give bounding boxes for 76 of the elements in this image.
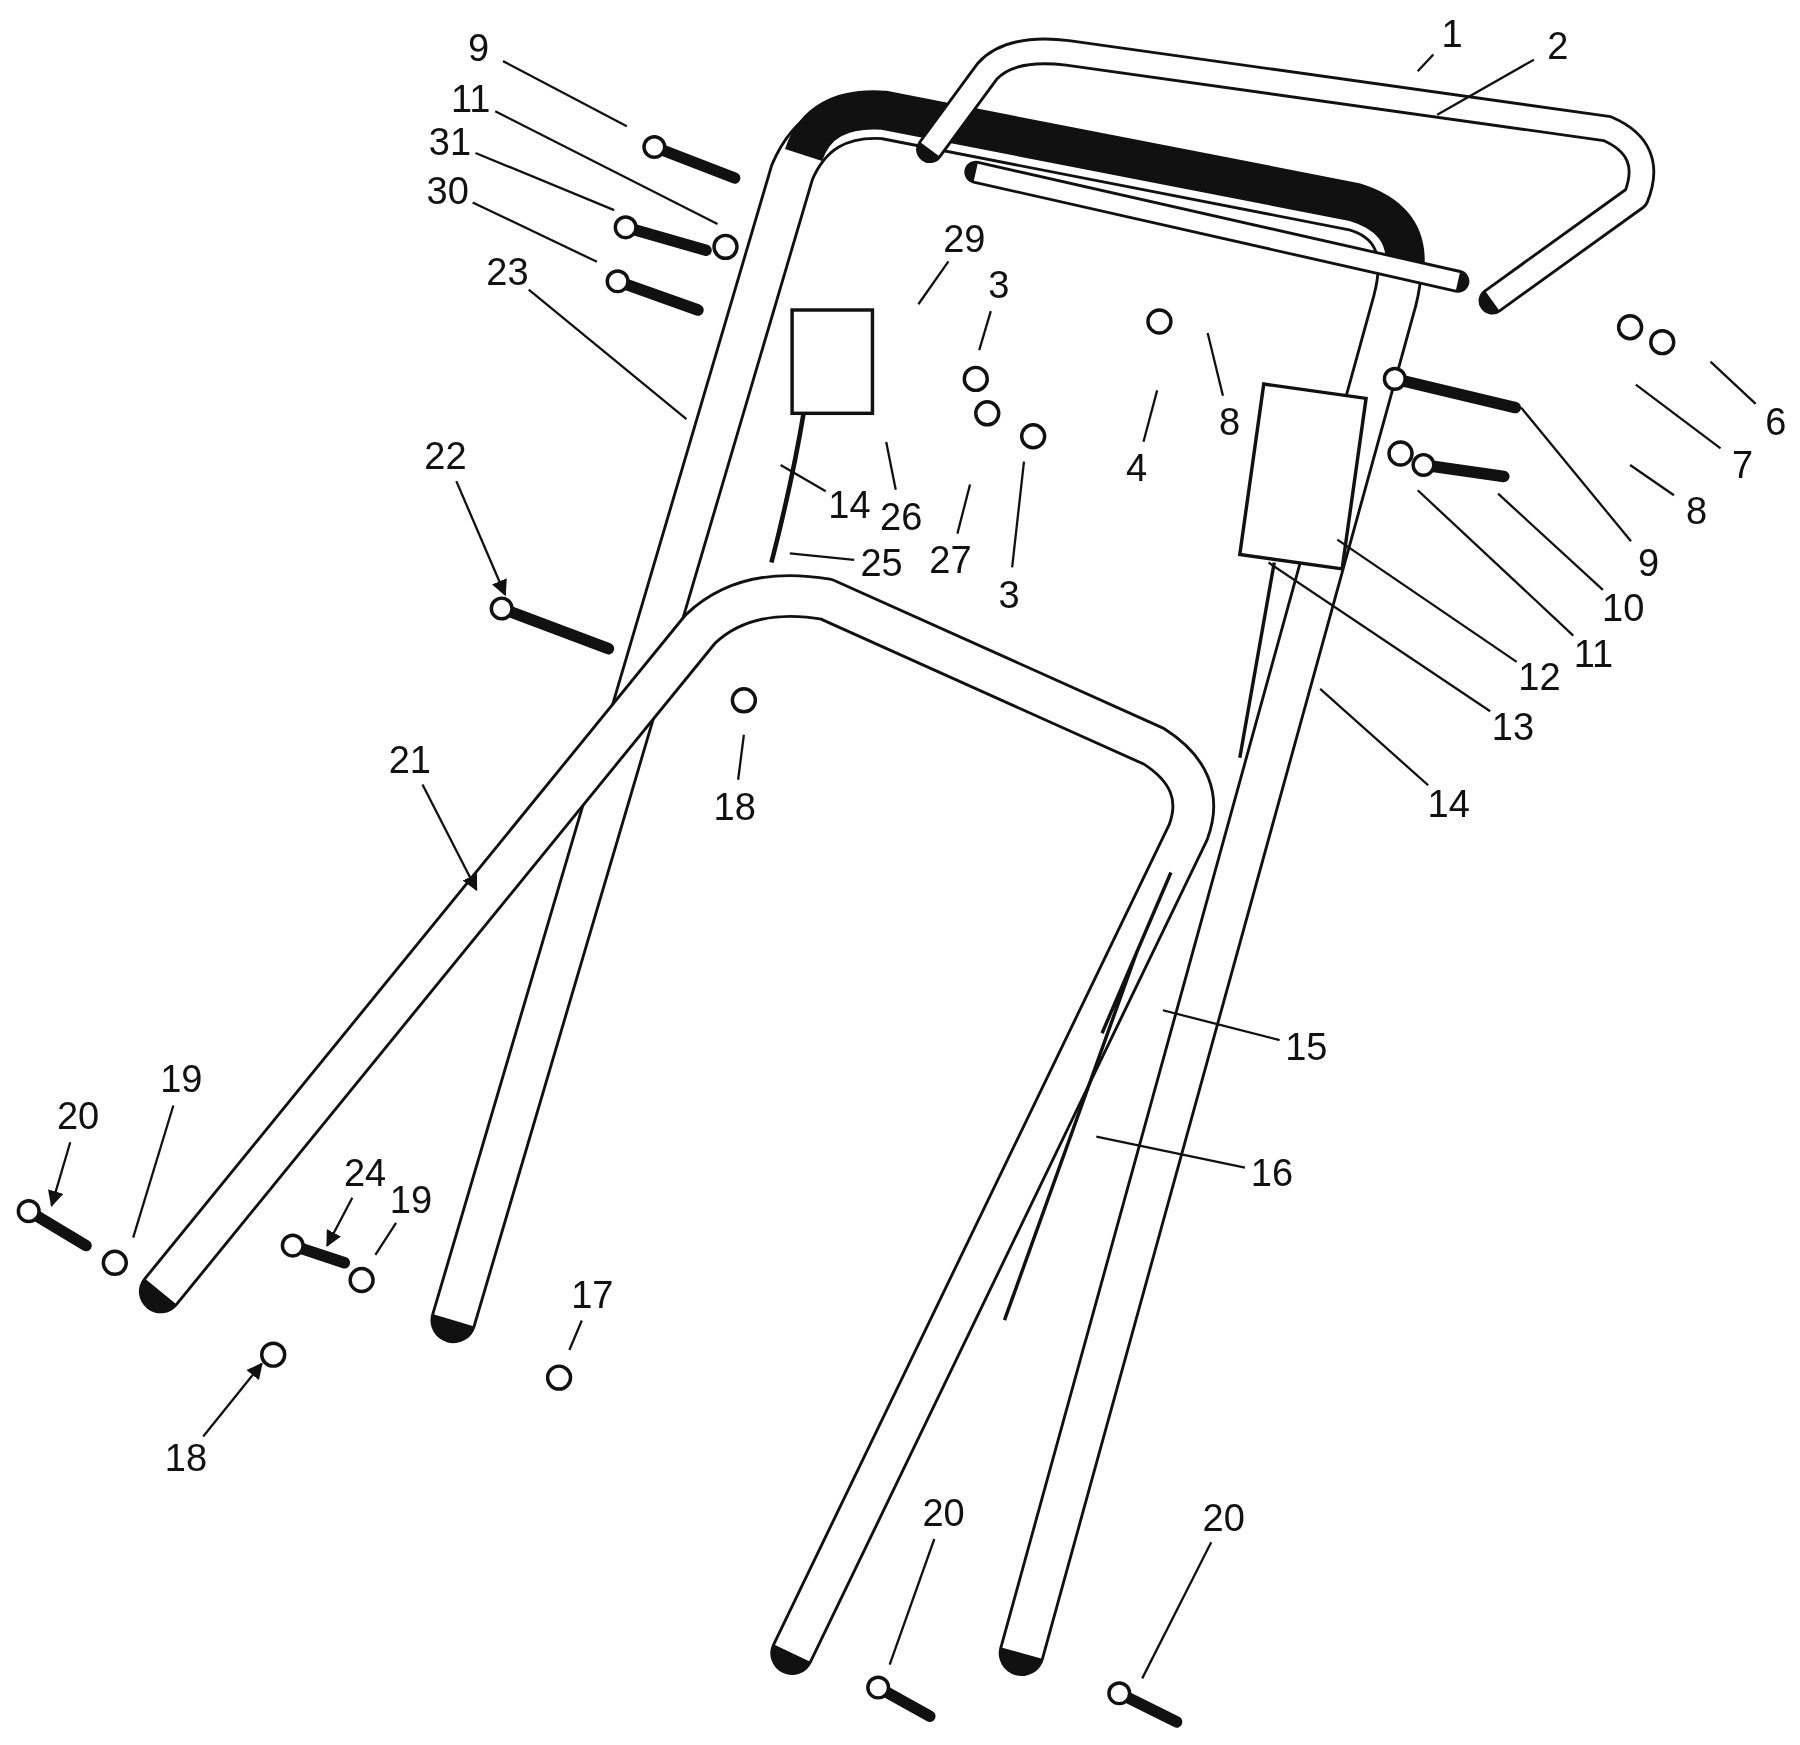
leader-line — [472, 201, 598, 263]
callout-number: 20 — [1202, 1497, 1245, 1538]
leader-line — [421, 784, 478, 892]
leader-line — [1336, 538, 1518, 663]
leader-line — [1319, 687, 1429, 787]
leader-line — [1497, 492, 1604, 591]
callout-number: 2 — [1547, 25, 1569, 66]
leader-line — [885, 441, 897, 490]
leader-line — [1011, 461, 1026, 568]
leader-line — [917, 260, 950, 305]
leader-line — [1416, 53, 1435, 72]
callout-number: 19 — [389, 1179, 433, 1220]
callout-number: 3 — [998, 574, 1020, 615]
leader-line — [455, 480, 507, 597]
callout-number: 11 — [1573, 634, 1614, 675]
callout-number: 18 — [713, 787, 756, 827]
callout-number: 23 — [486, 252, 529, 293]
callout-number: 8 — [1686, 490, 1708, 531]
leader-line — [494, 110, 718, 225]
leader-line — [568, 1320, 583, 1351]
callout-number: 6 — [1765, 402, 1787, 443]
callout-number: 27 — [929, 540, 972, 581]
leader-line — [789, 552, 855, 561]
callout-number: 10 — [1602, 588, 1645, 629]
callout-number: 30 — [426, 170, 469, 211]
callout-number: 7 — [1732, 444, 1754, 485]
leader-line — [978, 310, 992, 351]
leader-line — [1162, 1009, 1280, 1042]
leader-line — [1520, 406, 1632, 543]
callout-number: 17 — [571, 1274, 614, 1315]
callout-number: 3 — [988, 264, 1010, 305]
callout-number: 14 — [828, 485, 871, 526]
leader-line — [326, 1197, 354, 1247]
leader-line — [1635, 383, 1722, 450]
leader-line — [1416, 489, 1575, 637]
callout-number: 9 — [468, 28, 490, 69]
callout-number: 25 — [860, 542, 903, 583]
callout-number: 21 — [388, 739, 431, 780]
leader-line — [475, 151, 615, 212]
leader-line — [374, 1222, 397, 1256]
leader-line — [780, 463, 827, 493]
callout-number: 14 — [1427, 783, 1470, 824]
callout-number: 11 — [450, 78, 491, 119]
leader-line — [1709, 360, 1757, 405]
leader-line — [737, 734, 746, 780]
callout-number: 8 — [1218, 402, 1240, 443]
callout-number: 16 — [1250, 1153, 1294, 1194]
callout-number: 18 — [164, 1437, 208, 1478]
leader-line — [1141, 1541, 1213, 1679]
callout-number: 24 — [343, 1153, 387, 1194]
callout-number: 19 — [160, 1059, 203, 1100]
callout-number: 29 — [943, 218, 986, 259]
leader-line — [1436, 58, 1535, 116]
leader-line — [1629, 464, 1675, 497]
leader-line — [1267, 561, 1491, 713]
leader-line — [1096, 1135, 1246, 1169]
callout-number: 20 — [56, 1095, 100, 1136]
callout-number: 26 — [880, 496, 923, 537]
callout-number: 9 — [1637, 542, 1660, 583]
leader-line — [502, 60, 628, 128]
leader-line — [956, 484, 972, 534]
callout-number: 13 — [1491, 706, 1535, 747]
leader-line — [132, 1105, 175, 1238]
leader-line — [888, 1538, 936, 1665]
leader-line — [528, 288, 688, 420]
callout-number: 4 — [1125, 448, 1148, 489]
leader-line — [48, 1141, 72, 1207]
callout-number: 20 — [922, 1493, 965, 1533]
callout-number: 22 — [424, 435, 467, 476]
callout-number: 31 — [428, 122, 472, 163]
leader-line — [1142, 390, 1159, 443]
leader-line — [1206, 332, 1225, 397]
callout-number: 15 — [1285, 1026, 1328, 1067]
leader-line — [202, 1362, 263, 1438]
callout-number: 1 — [1441, 14, 1463, 55]
callout-number: 12 — [1518, 657, 1561, 698]
